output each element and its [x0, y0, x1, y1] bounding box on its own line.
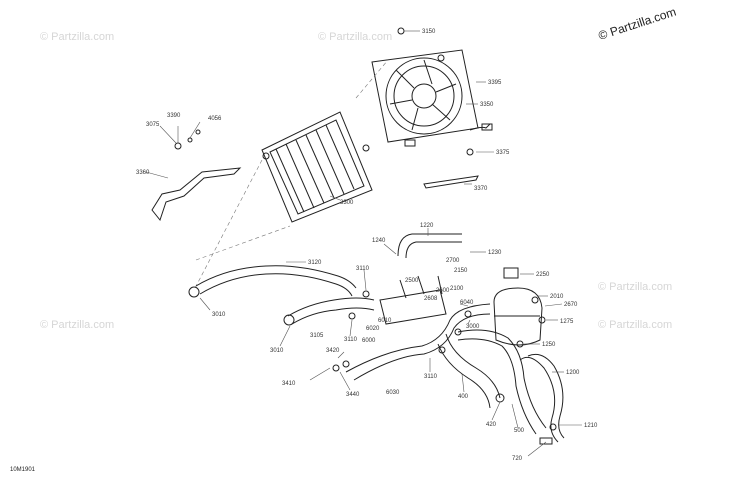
fan-assembly	[371, 49, 493, 147]
watermark-top-left: © Partzilla.com	[40, 31, 114, 43]
callout-720: 720	[512, 456, 523, 462]
callout-2700: 2700	[446, 258, 460, 264]
screw-3150	[397, 27, 445, 62]
bracket-3370	[423, 148, 479, 189]
hose-3120	[188, 265, 357, 298]
hose-3105	[283, 297, 375, 326]
callout-3110-low: 3110	[424, 374, 438, 380]
callout-3150: 3150	[422, 29, 436, 35]
callout-6020: 6020	[366, 326, 380, 332]
callout-2150: 2150	[454, 268, 468, 274]
callout-3120: 3120	[308, 260, 322, 266]
callout-3075: 3075	[146, 122, 160, 128]
watermark-top-center: © Partzilla.com	[318, 31, 392, 43]
callout-1200: 1200	[566, 370, 580, 376]
assembly-dashes	[193, 59, 389, 291]
callout-2608: 2608	[424, 296, 438, 302]
watermark-bottom-right: © Partzilla.com	[598, 319, 672, 331]
callout-3360: 3360	[136, 170, 150, 176]
callout-3395: 3395	[488, 80, 502, 86]
callout-500: 500	[514, 428, 525, 434]
bracket-3360	[151, 129, 242, 222]
callout-1220: 1220	[420, 223, 434, 229]
callout-3110-top: 3110	[356, 266, 370, 272]
callout-3000: 3000	[466, 324, 480, 330]
callout-2250: 2250	[536, 272, 550, 278]
manifold-block	[379, 275, 447, 325]
callout-1275: 1275	[560, 319, 574, 325]
callout-3370: 3370	[474, 186, 488, 192]
callout-3010-lower: 3010	[270, 348, 284, 354]
hose-6000	[345, 303, 491, 381]
callout-2100: 2100	[450, 286, 464, 292]
callout-1240: 1240	[372, 238, 386, 244]
callout-3390: 3390	[167, 113, 181, 119]
callout-6030: 6030	[386, 390, 400, 396]
callout-2670: 2670	[564, 302, 578, 308]
callout-3410: 3410	[282, 381, 296, 387]
callout-3300: 3300	[340, 200, 354, 206]
callout-6010: 6010	[378, 318, 392, 324]
radiator	[261, 111, 373, 223]
callout-1230: 1230	[488, 250, 502, 256]
callout-4056: 4056	[208, 116, 222, 122]
callout-3105: 3105	[310, 333, 324, 339]
callout-1250: 1250	[542, 342, 556, 348]
leader-lines	[145, 30, 582, 457]
callout-6000: 6000	[362, 338, 376, 344]
callout-2010: 2010	[550, 294, 564, 300]
callout-3350: 3350	[480, 102, 494, 108]
callout-3010-upper: 3010	[212, 312, 226, 318]
hose-500	[457, 329, 547, 435]
figure-code: 10M1901	[10, 467, 36, 473]
copyright-watermark: © Partzilla.com	[597, 5, 678, 43]
hose-400	[437, 333, 501, 409]
watermark-bottom-left: © Partzilla.com	[40, 319, 114, 331]
callout-3440: 3440	[346, 392, 360, 398]
callout-3110-mid: 3110	[344, 337, 358, 343]
expansion-tank	[493, 267, 543, 346]
callout-2500: 2500	[405, 278, 419, 284]
callout-6040: 6040	[460, 300, 474, 306]
callout-400: 400	[458, 394, 469, 400]
callout-420: 420	[486, 422, 497, 428]
callout-3375: 3375	[496, 150, 510, 156]
callout-1210: 1210	[584, 423, 598, 429]
watermark-mid-right: © Partzilla.com	[598, 281, 672, 293]
hose-1240	[397, 233, 462, 259]
callout-3420: 3420	[326, 348, 340, 354]
callout-labels: 3150 3395 3350 3390 4056 3075 3360 3375 …	[136, 29, 598, 462]
callout-2600: 2600	[436, 288, 450, 294]
hose-1200	[519, 353, 565, 443]
